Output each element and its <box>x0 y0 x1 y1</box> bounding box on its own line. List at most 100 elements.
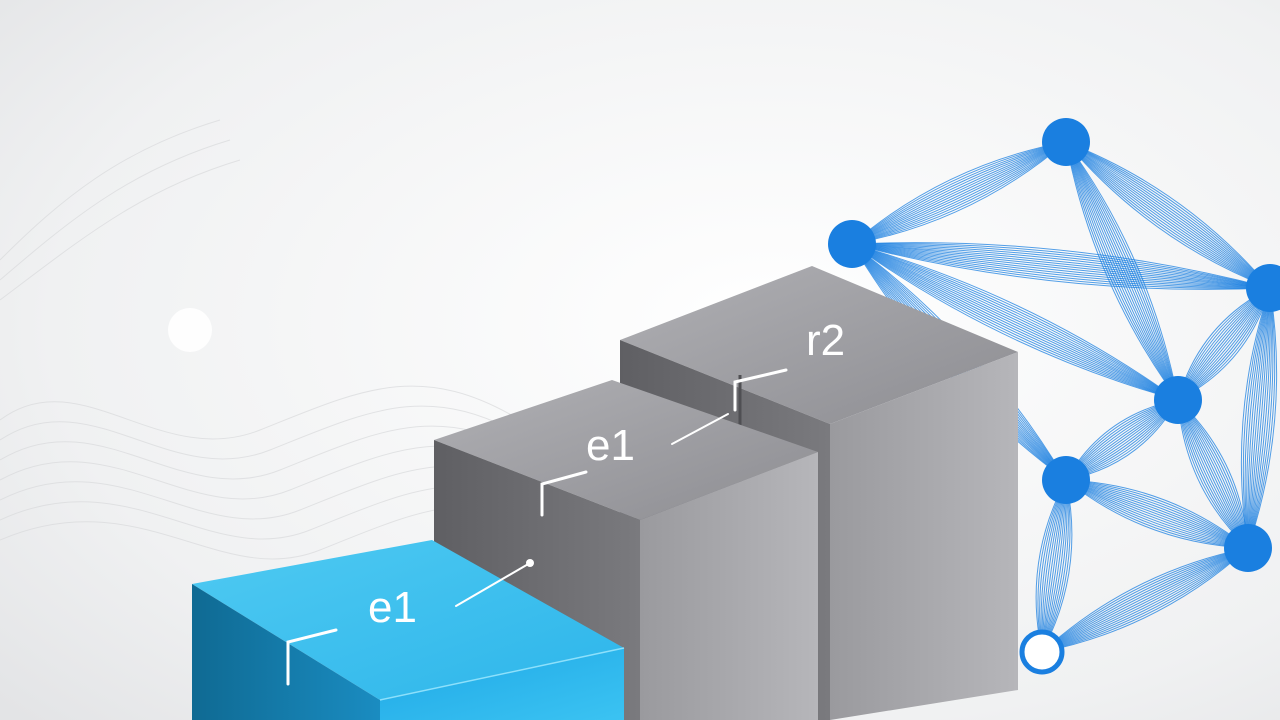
network-link <box>1247 287 1271 549</box>
network-link <box>851 243 1271 289</box>
network-link <box>851 243 1271 289</box>
network-link <box>1065 479 1249 549</box>
network-node-hollow <box>1019 629 1065 675</box>
middle-block-leader <box>455 562 531 607</box>
network-link <box>851 243 1271 289</box>
network-link <box>1065 141 1271 289</box>
network-link <box>1247 287 1271 549</box>
network-link <box>851 243 1271 289</box>
blue-block-marker <box>286 628 338 686</box>
tall-block-top <box>620 266 1018 424</box>
network-link <box>1041 547 1249 653</box>
network-link <box>851 141 1067 245</box>
network-link <box>1240 287 1271 549</box>
network-link <box>1065 141 1271 289</box>
network-link <box>1247 287 1271 549</box>
middle-block-side <box>640 452 818 720</box>
network-link <box>1247 287 1271 549</box>
background-glow <box>168 308 212 352</box>
network-link <box>1065 141 1271 289</box>
network-link <box>1065 141 1271 289</box>
network-link <box>851 141 1067 245</box>
annotations <box>286 368 788 686</box>
network-node <box>1246 264 1280 312</box>
network-link <box>851 141 1067 245</box>
blue-block-top <box>192 540 624 700</box>
blue-block-edge <box>379 647 625 701</box>
tall-block-leader <box>671 413 729 445</box>
blue-block-side <box>380 648 624 720</box>
network-link <box>1065 141 1179 401</box>
network-link <box>1065 141 1179 401</box>
network-link <box>1041 547 1249 653</box>
network-link <box>1065 479 1249 549</box>
network-link <box>1065 141 1271 289</box>
network-link <box>851 141 1067 245</box>
network-link <box>851 243 1271 289</box>
network-link <box>851 243 1179 401</box>
tall-block-marker <box>733 368 788 412</box>
network-link <box>1065 141 1271 289</box>
network-node <box>828 220 876 268</box>
network-link <box>1065 141 1271 289</box>
network-link <box>1041 547 1249 653</box>
network-link <box>851 243 1179 401</box>
network-link <box>1247 287 1271 549</box>
network-link <box>1246 287 1271 549</box>
network-link <box>1065 141 1271 289</box>
network-link <box>851 243 1179 401</box>
tall-block-side <box>830 352 1018 720</box>
network-node <box>1042 456 1090 504</box>
network-link <box>851 243 1271 289</box>
network-link <box>851 141 1067 245</box>
network-link <box>1065 141 1271 289</box>
network-link <box>851 243 1179 401</box>
middle-block-marker <box>540 470 588 517</box>
network-link <box>851 141 1067 245</box>
network-link <box>1041 547 1249 653</box>
network-link <box>851 141 1067 245</box>
network-link <box>1041 547 1249 653</box>
network-link <box>851 141 1067 245</box>
network-link <box>1041 547 1249 653</box>
network-link <box>1065 141 1271 289</box>
label-tall-block: r2 <box>806 316 845 365</box>
network-link <box>1065 479 1249 549</box>
network-link <box>1065 141 1271 289</box>
network-link <box>851 141 1067 245</box>
network-link <box>1247 287 1274 549</box>
network-link <box>1041 547 1249 653</box>
network-link <box>851 243 1179 401</box>
network-link <box>851 243 1271 290</box>
network-link <box>851 243 1271 289</box>
network-link <box>1247 287 1271 549</box>
network-link <box>1065 479 1249 549</box>
network-link <box>851 242 1271 289</box>
network-link <box>1065 479 1249 549</box>
network-link <box>1065 479 1249 549</box>
network-link <box>1041 547 1249 653</box>
network-link <box>1041 547 1249 653</box>
network-node <box>1224 524 1272 572</box>
label-blue-block: e1 <box>368 583 417 632</box>
network-link <box>851 243 1179 401</box>
network-link <box>851 141 1067 245</box>
network-link <box>1065 141 1271 289</box>
network-link <box>1041 547 1249 653</box>
network-link <box>851 243 1179 401</box>
network-link <box>851 141 1067 245</box>
network-link <box>1065 479 1249 549</box>
middle-block-leader-dot <box>526 559 534 567</box>
network-link <box>851 141 1067 245</box>
network-link <box>1065 479 1249 549</box>
network-link <box>1041 547 1249 653</box>
network-link <box>851 243 1179 401</box>
network-link <box>1247 287 1272 549</box>
blue-block-front <box>192 584 380 720</box>
network-link <box>851 141 1067 245</box>
network-link <box>1065 141 1179 401</box>
network-link <box>851 243 1179 401</box>
network-link <box>851 141 1067 245</box>
network-link <box>1041 547 1249 653</box>
middle-block-top <box>434 380 818 520</box>
